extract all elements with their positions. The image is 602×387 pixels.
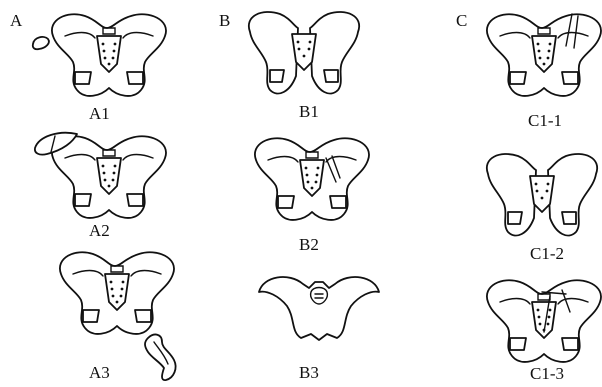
pelvis-diagram-a3 <box>53 244 183 344</box>
fracture-fragment-a3 <box>140 332 182 387</box>
label-c1-2: C1-2 <box>530 245 564 262</box>
label-a2: A2 <box>89 222 110 239</box>
label-a1: A1 <box>89 105 110 122</box>
fracture-fragment-a1 <box>30 32 54 61</box>
pelvis-diagram-c1-2 <box>478 148 602 248</box>
label-c1-1: C1-1 <box>528 112 562 129</box>
pelvis-diagram-b3 <box>255 262 385 362</box>
label-b3: B3 <box>299 364 319 381</box>
pelvis-diagram-a1 <box>45 6 175 106</box>
fracture-fragment-a2 <box>33 130 81 163</box>
label-b2: B2 <box>299 236 319 253</box>
column-heading-c: C <box>456 12 467 29</box>
label-c1-3: C1-3 <box>530 365 564 382</box>
column-heading-a: A <box>10 12 22 29</box>
label-b1: B1 <box>299 103 319 120</box>
pelvis-diagram-b2 <box>248 130 378 230</box>
pelvis-diagram-c1-3 <box>480 272 602 372</box>
pelvis-diagram-b1 <box>240 6 370 106</box>
column-heading-b: B <box>219 12 230 29</box>
label-a3: A3 <box>89 364 110 381</box>
pelvis-diagram-c1-1 <box>480 6 602 106</box>
